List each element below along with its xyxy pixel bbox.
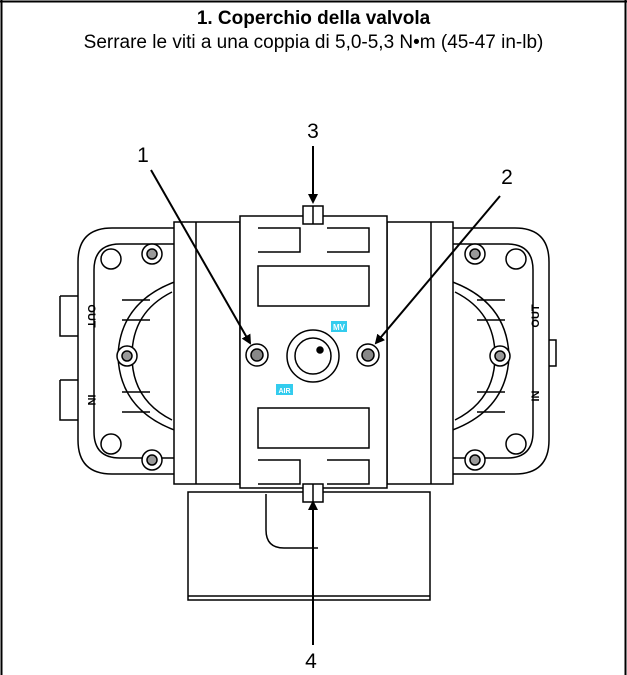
left-mount-hole-top [100,248,122,270]
left-in-label: IN [85,395,97,406]
valve-slot-top [257,265,370,307]
screw-left-head [250,348,264,362]
housing-bolt-lm-head [121,350,133,362]
left-mount-hole-bottom [100,433,122,455]
mount-curve [265,494,318,549]
housing-bolt-lt-head [146,248,158,260]
tag-air-label: AIR [278,388,290,395]
housing-bolt-rm-head [494,350,506,362]
figure-title: 1. Coperchio della valvola [196,8,431,29]
callout-4: 4 [305,650,317,673]
leader-1 [150,169,251,345]
tag-mv-label: MV [333,323,346,332]
valve-center-dot [316,346,324,354]
tag-air [276,384,293,395]
left-fluid-cover [173,221,241,485]
screw-right-head [361,348,375,362]
right-fluid-cover [386,221,454,485]
leader-2 [374,195,501,345]
mount-base [187,491,431,601]
tag-mv [331,321,347,332]
valve-bottom-tabs [258,459,370,485]
right-ribs [477,299,505,413]
housing-bolt-rt-head [469,248,481,260]
right-out-label: OUT [530,304,542,328]
valve-slot-bottom [257,407,370,449]
callout-3: 3 [307,120,319,143]
housing-bolt-rb-head [469,454,481,466]
left-ribs [122,299,150,413]
valve-top-tabs [258,227,370,253]
callout-1: 1 [137,144,149,167]
right-mount-hole-top [505,248,527,270]
right-in-label: IN [530,390,542,401]
left-ports [59,295,78,421]
left-out-label: OUT [85,304,97,328]
valve-center-boss [286,329,340,383]
valve-center-boss-inner [294,337,332,375]
right-mount-hole-bottom [505,433,527,455]
figure-subtitle: Serrare le viti a una coppia di 5,0-5,3 … [83,32,544,53]
right-port-stub [549,339,557,367]
callout-2: 2 [501,166,513,189]
housing-bolt-lb-head [146,454,158,466]
